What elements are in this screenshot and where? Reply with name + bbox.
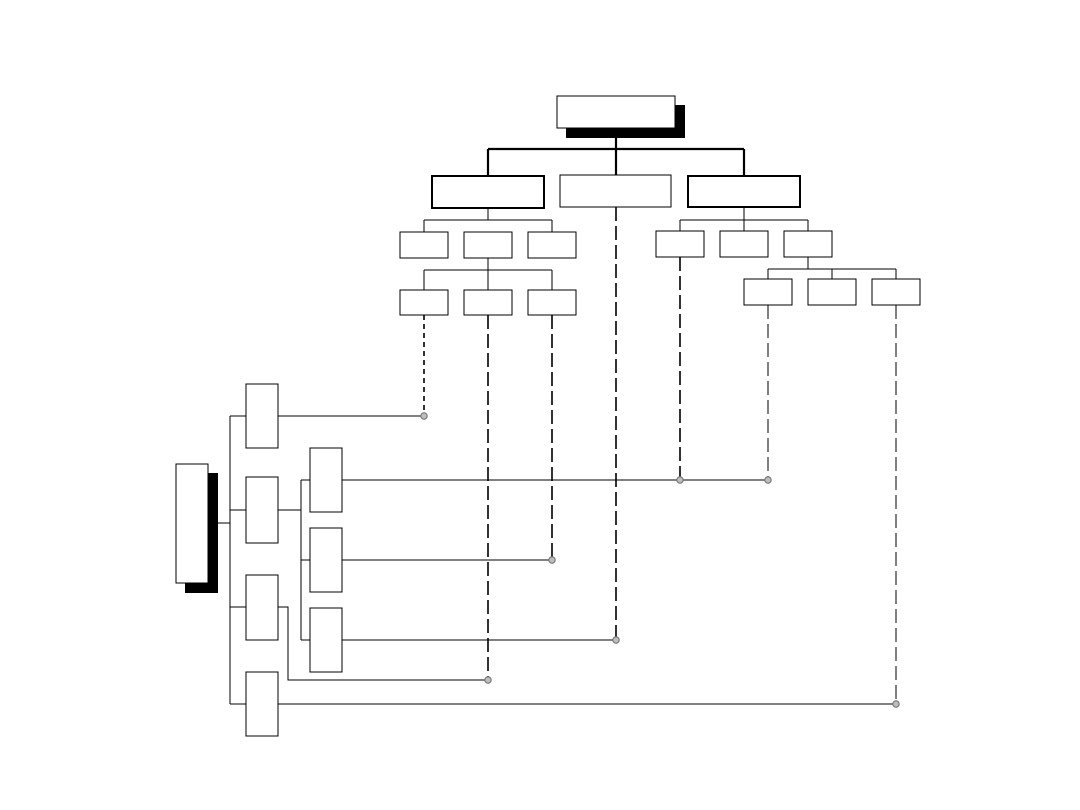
top-l1-right-box[interactable]	[687, 175, 801, 208]
left-root-box[interactable]	[175, 463, 209, 584]
top-l2-f-box[interactable]	[783, 230, 833, 258]
link-d-node	[676, 476, 684, 484]
cross-links	[278, 207, 900, 708]
top-l1-left-box[interactable]	[431, 175, 545, 209]
top-l2-d-box[interactable]	[655, 230, 705, 258]
top-l3-e-box[interactable]	[807, 278, 857, 306]
left-tree	[175, 383, 343, 737]
top-l3-d-box[interactable]	[743, 278, 793, 306]
link-c-node	[548, 556, 556, 564]
top-l3-c-box[interactable]	[527, 289, 577, 316]
top-l2-c-box[interactable]	[527, 231, 577, 259]
top-root-box[interactable]	[556, 95, 676, 129]
top-l2-a-box[interactable]	[399, 231, 449, 259]
link-center-node	[612, 636, 620, 644]
link-a-node	[420, 412, 428, 420]
left-l2-b-box[interactable]	[309, 527, 343, 593]
left-l2-a-box[interactable]	[309, 447, 343, 513]
left-l1-d-box[interactable]	[245, 671, 279, 737]
top-l2-e-box[interactable]	[719, 230, 769, 258]
top-l1-center-box[interactable]	[559, 174, 672, 208]
left-l1-b-box[interactable]	[245, 476, 279, 544]
link-b-node	[484, 676, 492, 684]
link-f-node	[892, 700, 900, 708]
left-l1-a-box[interactable]	[245, 383, 279, 449]
top-l3-a-box[interactable]	[399, 289, 449, 316]
left-l1-c-box[interactable]	[245, 574, 279, 641]
link-e-node	[764, 476, 772, 484]
left-l2-c-box[interactable]	[309, 607, 343, 673]
top-l3-b-box[interactable]	[463, 289, 513, 316]
link-b-horizontal	[278, 606, 488, 681]
top-l3-f-box[interactable]	[871, 278, 921, 306]
top-l2-b-box[interactable]	[463, 231, 513, 259]
top-tree	[399, 95, 921, 316]
